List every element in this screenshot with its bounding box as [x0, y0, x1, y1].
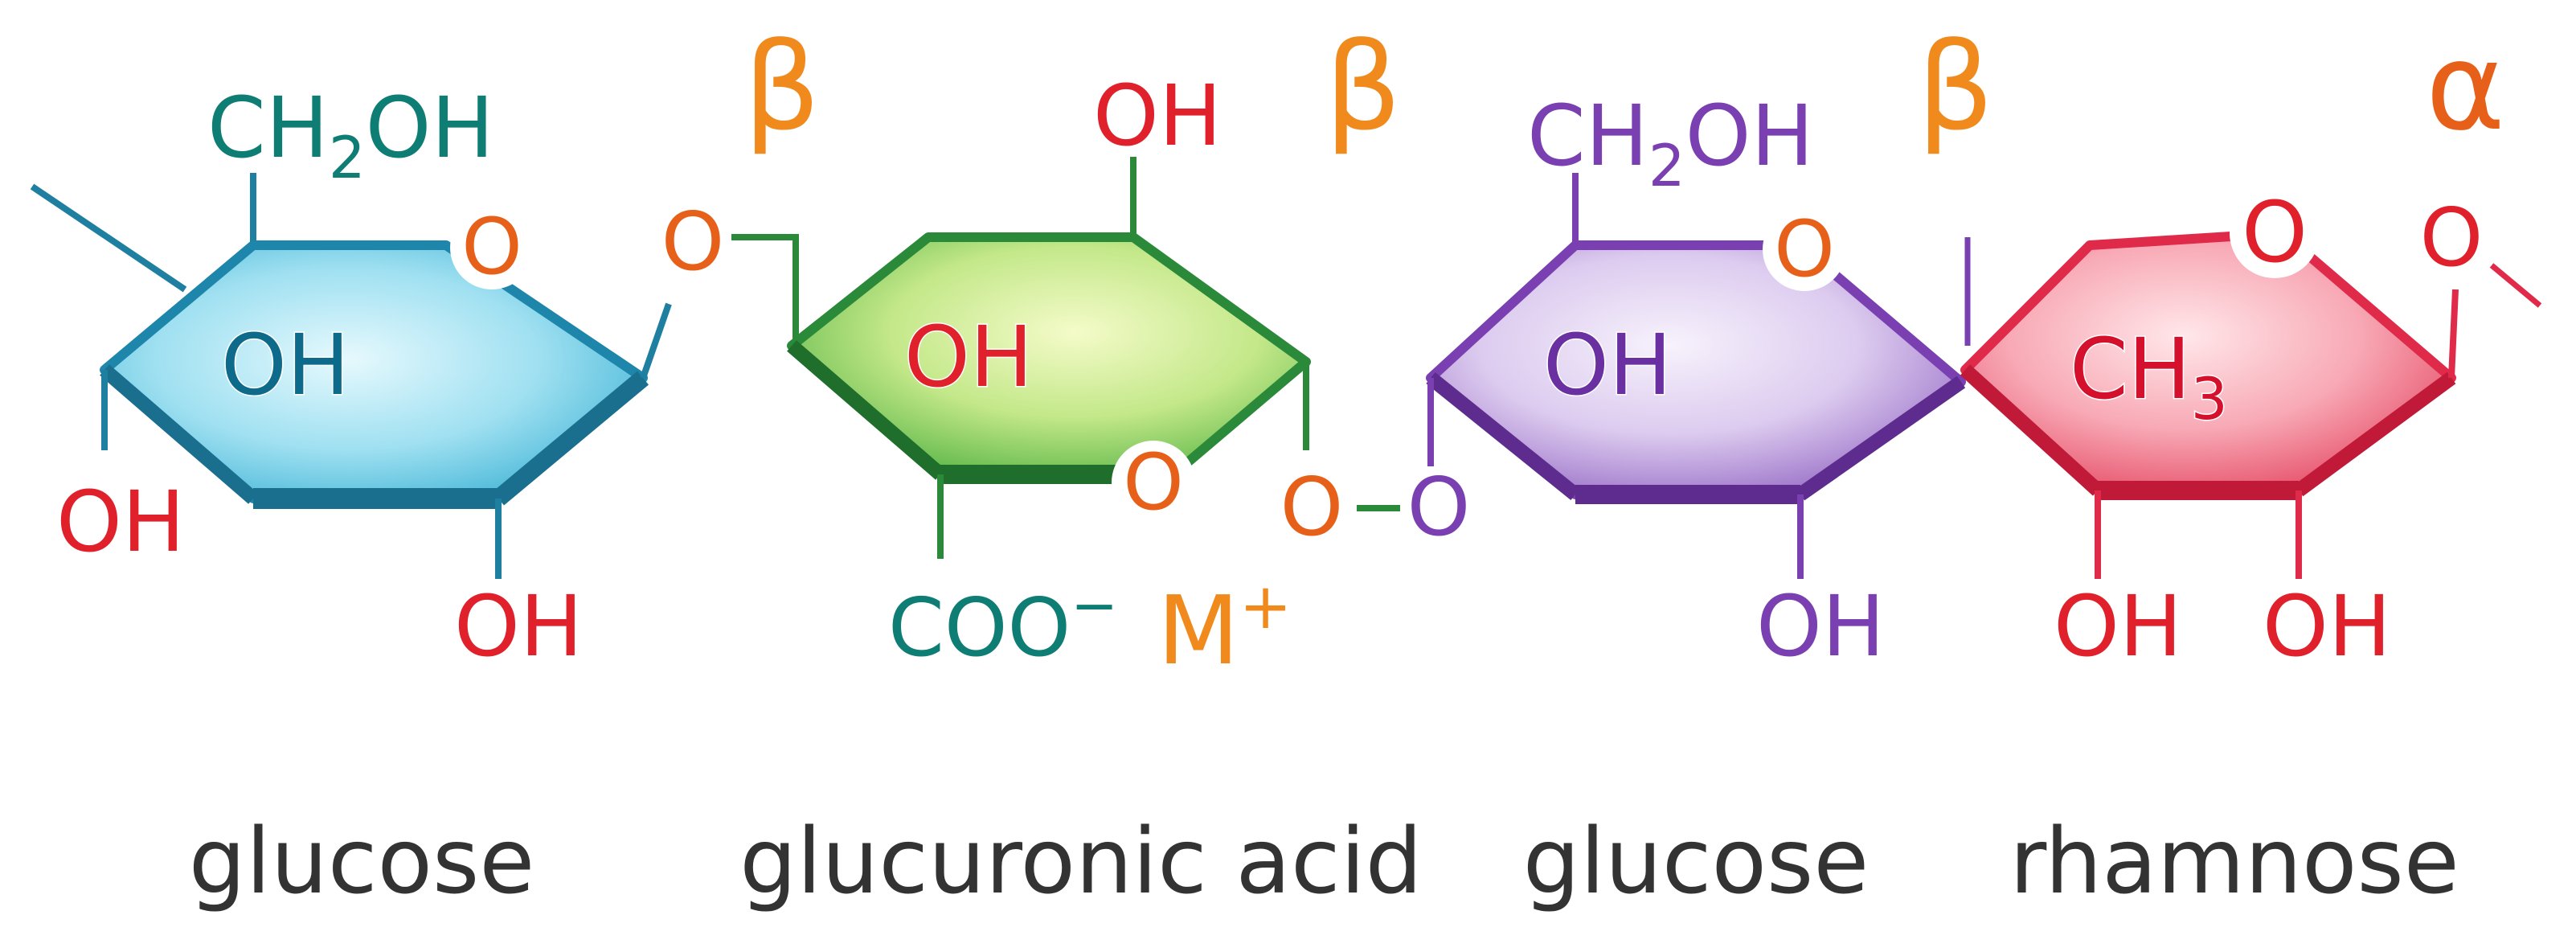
- link-bond-out: [2489, 263, 2542, 308]
- bridge-oxygen-left: O: [1280, 460, 1344, 554]
- ring-oxygen-label: O: [461, 202, 522, 292]
- glucose-unit-2: O CH2OH OH OH: [1426, 87, 1966, 675]
- glucose-unit-1: O CH2OH OH OH OH: [30, 79, 672, 675]
- rhamnose-ring: [1960, 228, 2456, 495]
- ring-oxygen-halo: [450, 206, 534, 289]
- link-oxygen-label: O: [661, 195, 725, 289]
- methyl-label: CH3: [2070, 320, 2228, 433]
- ring-front-edge: [787, 340, 945, 480]
- rhamnose-unit: O O CH3 OH OH: [1960, 183, 2542, 675]
- glucose-ring-2: [1426, 240, 1966, 499]
- ring-oxygen-label: O: [1123, 437, 1184, 527]
- linkage-oxygen-bridge: O O: [1280, 460, 1471, 554]
- ch2oh-label: CH2OH: [1527, 87, 1814, 199]
- methyl-stub-bond: [30, 183, 187, 293]
- ch2oh-label: CH2OH: [207, 79, 494, 191]
- link-bond-right: [2448, 289, 2459, 379]
- linkage-oxygen-1: O: [661, 195, 799, 346]
- linkage-beta-2: β: [1325, 18, 1402, 158]
- oh-bottom-left-label: OH: [2054, 577, 2182, 675]
- glucuronic-acid-ring: [787, 232, 1311, 479]
- oh-bottom-right-label: OH: [2263, 577, 2391, 675]
- ring-front-edge: [100, 364, 258, 504]
- unit-name-glucuronic-acid: glucuronic acid: [739, 810, 1423, 914]
- linkage-beta-1: β: [743, 18, 821, 158]
- link-oxygen-label: O: [2420, 191, 2484, 285]
- ring-front-edge: [1426, 371, 1580, 501]
- linkage-labels: β β β α: [743, 18, 2505, 158]
- carboxylate-label: COO−: [888, 572, 1118, 675]
- ring-oxygen-halo: [2230, 188, 2320, 278]
- counterion-label: M+: [1157, 571, 1292, 686]
- glucuronic-acid-unit: O OH OH COO− M+: [787, 67, 1311, 686]
- oh-top-label: OH: [1093, 67, 1222, 165]
- ring-oxygen-label: O: [2242, 183, 2308, 281]
- bridge-oxygen-right: O: [1407, 460, 1471, 554]
- ring-oxygen-halo: [1763, 207, 1846, 291]
- ring-front-edge: [1960, 364, 2103, 496]
- link-bond: [731, 234, 799, 346]
- oh-left-label: OH: [56, 473, 185, 571]
- glucose-ring-1: [100, 240, 648, 503]
- ring-front-edge: [1796, 375, 1966, 501]
- oh-inside-label: OH: [221, 316, 350, 414]
- oh-bottom-label: OH: [454, 577, 583, 675]
- unit-name-glucose-2: glucose: [1523, 810, 1870, 914]
- glycosidic-bond: [640, 302, 672, 380]
- oh-inside-label: OH: [1543, 316, 1672, 414]
- ring-front-edge: [2294, 371, 2456, 497]
- ring-oxygen-label: O: [1774, 204, 1835, 294]
- oh-bottom-label: OH: [1756, 577, 1885, 675]
- ring-oxygen-halo: [1112, 441, 1195, 524]
- unit-name-rhamnose: rhamnose: [2009, 810, 2459, 914]
- ring-front-edge: [492, 371, 649, 506]
- linkage-alpha: α: [2426, 18, 2505, 158]
- linkage-beta-3: β: [1917, 18, 1994, 158]
- oh-inside-label: OH: [904, 308, 1033, 406]
- unit-name-glucose-1: glucose: [189, 810, 535, 914]
- unit-name-labels: glucose glucuronic acid glucose rhamnose: [189, 810, 2459, 914]
